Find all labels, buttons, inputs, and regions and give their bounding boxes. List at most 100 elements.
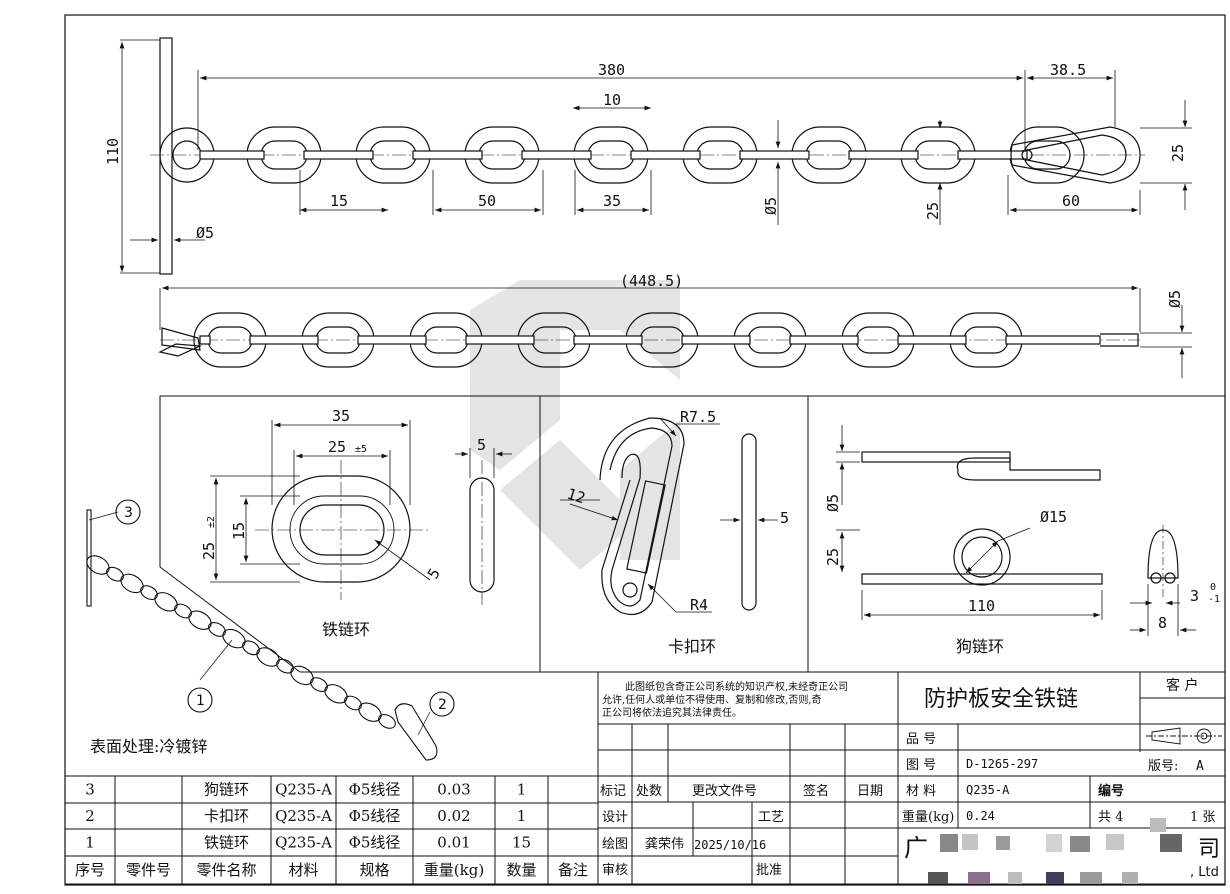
side-link-bar bbox=[357, 335, 427, 345]
iso-link bbox=[222, 628, 246, 649]
link-view-title: 铁链环 bbox=[322, 620, 370, 639]
hook-detail-view bbox=[560, 417, 778, 615]
dim-25-link: 25 bbox=[924, 202, 942, 220]
redaction-pixels bbox=[928, 818, 1182, 884]
bom-row-cell: 3 bbox=[85, 781, 95, 799]
bom-header-cell: 零件号 bbox=[126, 861, 171, 879]
dim-380: 380 bbox=[598, 61, 625, 79]
iso-link bbox=[242, 640, 260, 656]
side-link-bar bbox=[249, 335, 319, 345]
dim-35: 35 bbox=[603, 192, 621, 210]
top-link-bar bbox=[412, 150, 483, 160]
process-label: 工艺 bbox=[758, 810, 784, 825]
bom-row-cell: 1 bbox=[517, 807, 527, 825]
dog-dim-3: 3 bbox=[1190, 587, 1199, 605]
drawing-no-label: 图 号 bbox=[906, 758, 936, 773]
bom-row-cell: 狗链环 bbox=[204, 781, 249, 799]
title-block-text: 此图纸包含奇正公司系统的知识产权,未经奇正公司 允许,任何人或单位不得使用、复制… bbox=[600, 677, 1220, 880]
design-label: 设计 bbox=[602, 810, 628, 825]
iso-link bbox=[358, 702, 382, 722]
chain-top-view bbox=[119, 37, 1192, 275]
bom-row-cell: 15 bbox=[512, 834, 531, 852]
dog-dim-110: 110 bbox=[968, 597, 995, 615]
bom-row-cell: 2 bbox=[85, 807, 95, 825]
isometric-chain bbox=[86, 499, 455, 761]
rev-count-label: 处数 bbox=[636, 784, 662, 799]
customer-label: 客 户 bbox=[1166, 677, 1198, 694]
code-label: 编号 bbox=[1098, 783, 1124, 799]
side-link-bar bbox=[897, 335, 967, 345]
bom-row-cell: 0.02 bbox=[437, 807, 470, 825]
bom-row-cell: 0.03 bbox=[437, 781, 470, 799]
dog-view-title: 狗链环 bbox=[956, 637, 1004, 656]
surface-treatment: 表面处理:冷镀锌 bbox=[90, 737, 207, 756]
link-dim-25: 25 bbox=[328, 438, 346, 456]
bom-row-cell: Q235-A bbox=[275, 834, 332, 852]
link-tol-2: ±2 bbox=[206, 516, 217, 528]
dim-phi5-bar: Ø5 bbox=[196, 224, 214, 242]
bom-header-cell: 零件名称 bbox=[196, 861, 256, 879]
drafter: 龚荣伟 bbox=[645, 837, 684, 852]
dog-ring-detail-view bbox=[836, 425, 1196, 636]
company-end: 司 bbox=[1198, 837, 1220, 862]
drawing-no: D-1265-297 bbox=[966, 757, 1038, 771]
bom-row-cell: Φ5线径 bbox=[349, 807, 401, 825]
hook-detail-dims: R7.5 12 R4 5 卡扣环 bbox=[565, 408, 789, 656]
iso-link bbox=[208, 621, 226, 637]
balloon-2: 2 bbox=[438, 697, 447, 713]
material: Q235-A bbox=[966, 783, 1010, 797]
balloon-3: 3 bbox=[124, 505, 133, 521]
top-link-bar bbox=[957, 150, 1028, 160]
link-dim-5: 5 bbox=[477, 436, 486, 454]
bom-row-cell: 卡扣环 bbox=[204, 807, 249, 825]
iso-link bbox=[140, 585, 158, 601]
sheets-right: 1 张 bbox=[1190, 810, 1215, 825]
iso-link bbox=[276, 658, 294, 674]
iso-link bbox=[86, 555, 110, 575]
dim-38-5: 38.5 bbox=[1050, 61, 1086, 79]
link-dim-15: 15 bbox=[230, 522, 248, 540]
bom-row-cell: Φ5线径 bbox=[349, 834, 401, 852]
bom-row-cell: 0.01 bbox=[437, 834, 470, 852]
iso-link bbox=[310, 677, 328, 693]
top-link-bar bbox=[630, 150, 701, 160]
iso-link bbox=[106, 566, 124, 582]
iso-link bbox=[154, 592, 178, 612]
hook-dim-5: 5 bbox=[780, 509, 789, 527]
title-block bbox=[597, 671, 1226, 885]
draw-label: 绘图 bbox=[602, 837, 628, 852]
dog-dim-8: 8 bbox=[1158, 614, 1167, 632]
version-label: 版号: bbox=[1148, 759, 1178, 774]
iso-link bbox=[324, 684, 348, 704]
top-view-dimensions: 380 38.5 10 110 25 15 50 35 60 Ø5 25 Ø5 bbox=[104, 61, 1187, 242]
link-detail-view bbox=[210, 420, 512, 605]
drawing-frame bbox=[64, 14, 1226, 886]
company-en-end: , Ltd bbox=[1190, 865, 1219, 880]
balloon-labels: 3 1 2 bbox=[124, 505, 447, 713]
bom-row-cell: 1 bbox=[517, 781, 527, 799]
dim-448-5: (448.5) bbox=[620, 272, 683, 290]
chain-side-view bbox=[158, 285, 1192, 378]
notice-line-3: 正公司将依法追究其法律责任。 bbox=[602, 706, 742, 719]
side-link-bar bbox=[573, 335, 643, 345]
dim-60: 60 bbox=[1062, 192, 1080, 210]
iso-link bbox=[174, 603, 192, 619]
check-label: 审核 bbox=[602, 863, 628, 878]
top-link-bar bbox=[199, 150, 265, 160]
link-dim-35: 35 bbox=[332, 407, 350, 425]
dog-tol-up: 0 bbox=[1210, 582, 1216, 593]
dog-dim-phi15: Ø15 bbox=[1040, 508, 1067, 526]
link-detail-dims: 35 25 ±5 5 25 ±2 15 5 铁链环 bbox=[200, 407, 486, 639]
bom-header-cell: 数量 bbox=[506, 861, 536, 879]
side-link-bar bbox=[789, 335, 859, 345]
side-link-bar bbox=[681, 335, 751, 345]
dim-phi5-side: Ø5 bbox=[1166, 290, 1184, 308]
link-dim-5-diag: 5 bbox=[424, 565, 444, 582]
dog-dim-phi5: Ø5 bbox=[824, 494, 842, 512]
link-dim-25v: 25 bbox=[200, 542, 218, 560]
company-char: 广 bbox=[904, 834, 928, 862]
top-link-bar bbox=[303, 150, 374, 160]
rev-sign-label: 签名 bbox=[803, 783, 829, 799]
approve-label: 批准 bbox=[756, 863, 782, 878]
bom-row-cell: 铁链环 bbox=[204, 834, 249, 852]
